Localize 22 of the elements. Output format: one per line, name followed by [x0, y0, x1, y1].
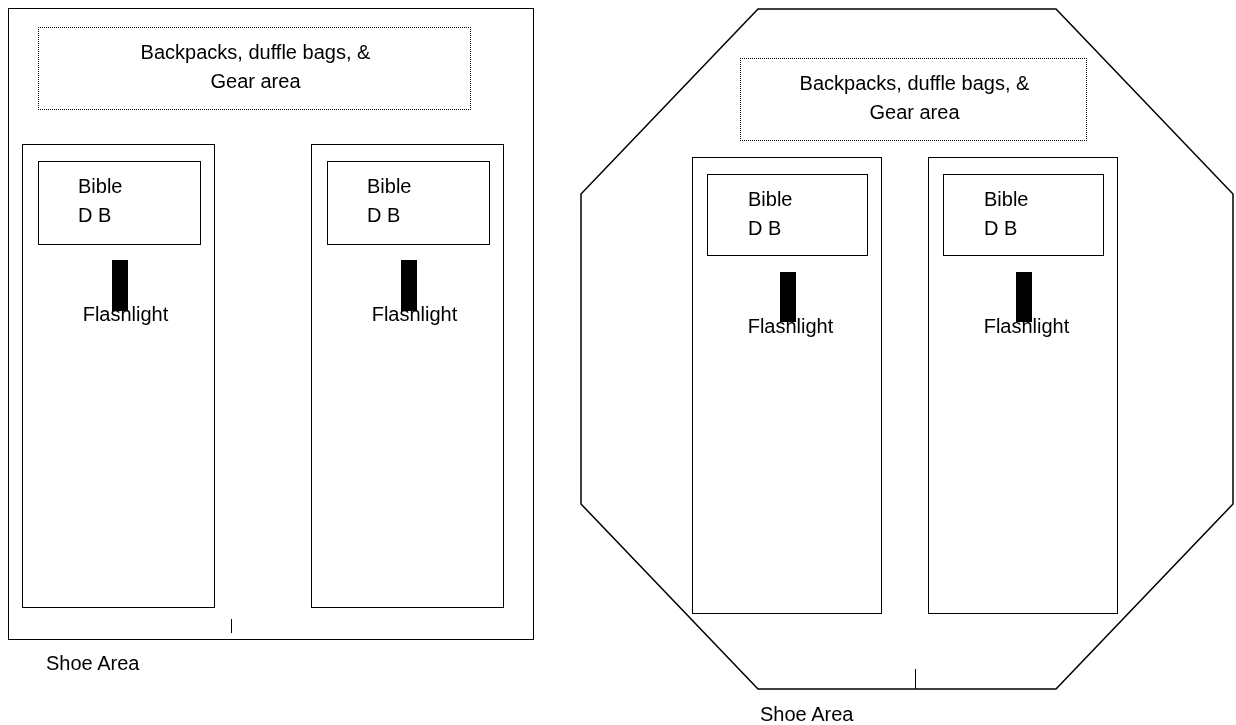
item-label: Bible D B: [367, 174, 413, 228]
sleeping-bag-outline: [311, 144, 504, 608]
gear-area-zone: [740, 58, 1087, 141]
gear-area-zone: [38, 27, 471, 110]
sleeping-bag-outline: [22, 144, 215, 608]
item-box: [38, 161, 201, 245]
area-label: Shoe Area: [46, 651, 140, 676]
sleeping-bag-outline: [928, 157, 1118, 614]
item-label: Bible D B: [748, 187, 794, 241]
item-label: Bible D B: [78, 174, 124, 228]
zone-label: Backpacks, duffle bags, & Gear area: [798, 71, 1031, 125]
flashlight-label: Flashlight: [982, 314, 1071, 339]
flashlight-label: Flashlight: [81, 302, 170, 327]
flashlight-label: Flashlight: [746, 314, 835, 339]
item-box: [327, 161, 490, 245]
flashlight-label: Flashlight: [370, 302, 459, 327]
item-box: [943, 174, 1104, 256]
item-box: [707, 174, 868, 256]
zone-label: Backpacks, duffle bags, & Gear area: [139, 40, 372, 94]
area-label: Shoe Area: [760, 702, 854, 725]
sleeping-bag-outline: [692, 157, 882, 614]
item-label: Bible D B: [984, 187, 1030, 241]
